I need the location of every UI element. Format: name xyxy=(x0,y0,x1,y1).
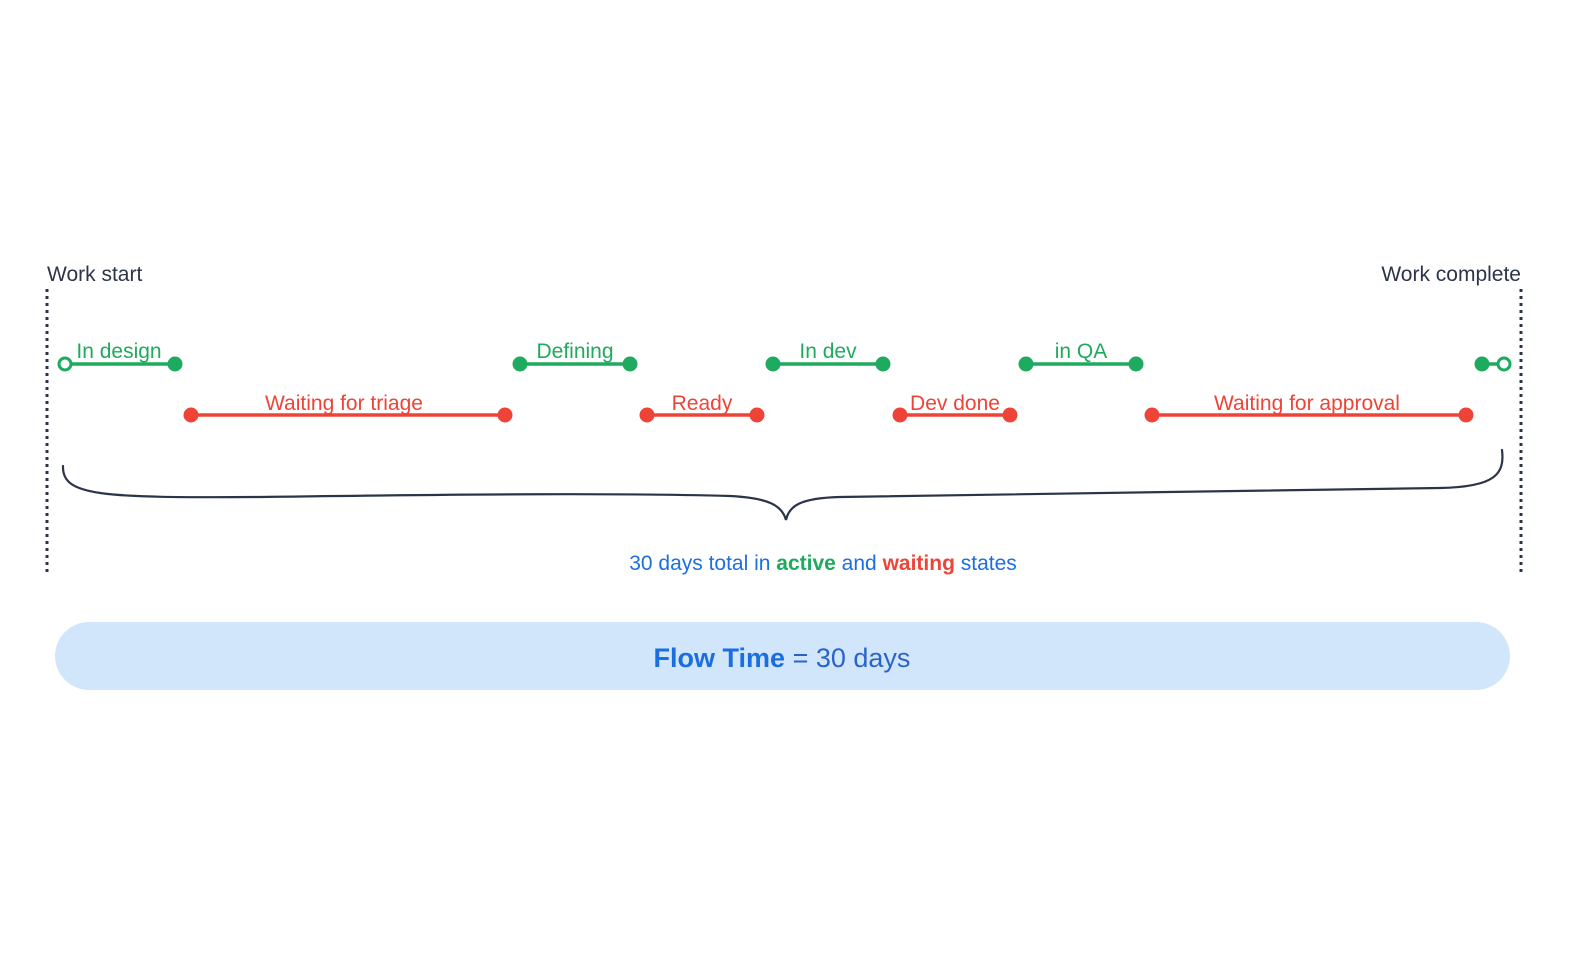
state-label: Defining xyxy=(536,340,613,363)
curly-brace xyxy=(61,448,1504,521)
summary-active-word: active xyxy=(776,552,836,575)
state-end-dot xyxy=(167,356,183,372)
state-label: In dev xyxy=(799,340,857,363)
state-end-dot xyxy=(622,356,638,372)
flow-time-text: Flow Time = 30 days xyxy=(654,643,911,673)
state-end-dot xyxy=(1128,356,1144,372)
start-marker-open xyxy=(57,356,73,372)
state-end-dot xyxy=(497,407,513,423)
flow-time-equals: = xyxy=(785,643,816,673)
state-in-design: In design xyxy=(57,340,183,372)
completion-marker xyxy=(1474,356,1512,372)
flow-time-banner: Flow Time = 30 days xyxy=(55,622,1510,690)
state-end-dot xyxy=(1002,407,1018,423)
flow-time-banner-background xyxy=(55,622,1510,690)
state-label: Dev done xyxy=(910,392,1000,415)
state-defining: Defining xyxy=(512,340,638,372)
work-complete-label: Work complete xyxy=(1381,263,1521,286)
state-start-dot xyxy=(1018,356,1034,372)
state-in-dev: In dev xyxy=(765,340,891,372)
flow-time-value: 30 days xyxy=(816,643,911,673)
summary-text: 30 days total in active and waiting stat… xyxy=(629,552,1017,575)
summary-waiting-word: waiting xyxy=(882,552,955,575)
flow-time-label: Flow Time xyxy=(654,643,786,673)
work-start-label: Work start xyxy=(47,263,142,286)
completion-dot xyxy=(1474,356,1490,372)
state-start-dot xyxy=(512,356,528,372)
state-label: Ready xyxy=(672,392,733,415)
state-label: in QA xyxy=(1055,340,1108,363)
summary-middle: and xyxy=(836,552,883,575)
state-end-dot xyxy=(1458,407,1474,423)
summary-prefix: 30 days total in xyxy=(629,552,776,575)
state-in-qa: in QA xyxy=(1018,340,1144,372)
state-start-dot xyxy=(892,407,908,423)
state-ready: Ready xyxy=(639,392,765,423)
state-end-dot xyxy=(749,407,765,423)
state-start-dot xyxy=(183,407,199,423)
state-label: Waiting for approval xyxy=(1214,392,1400,415)
state-start-dot xyxy=(639,407,655,423)
end-marker-open xyxy=(1496,356,1512,372)
state-label: In design xyxy=(76,340,161,363)
state-start-dot xyxy=(765,356,781,372)
state-waiting-for-triage: Waiting for triage xyxy=(183,392,513,423)
state-waiting-for-approval: Waiting for approval xyxy=(1144,392,1474,423)
state-start-dot xyxy=(1144,407,1160,423)
state-label: Waiting for triage xyxy=(265,392,423,415)
summary-suffix: states xyxy=(955,552,1017,575)
state-dev-done: Dev done xyxy=(892,392,1018,423)
state-end-dot xyxy=(875,356,891,372)
